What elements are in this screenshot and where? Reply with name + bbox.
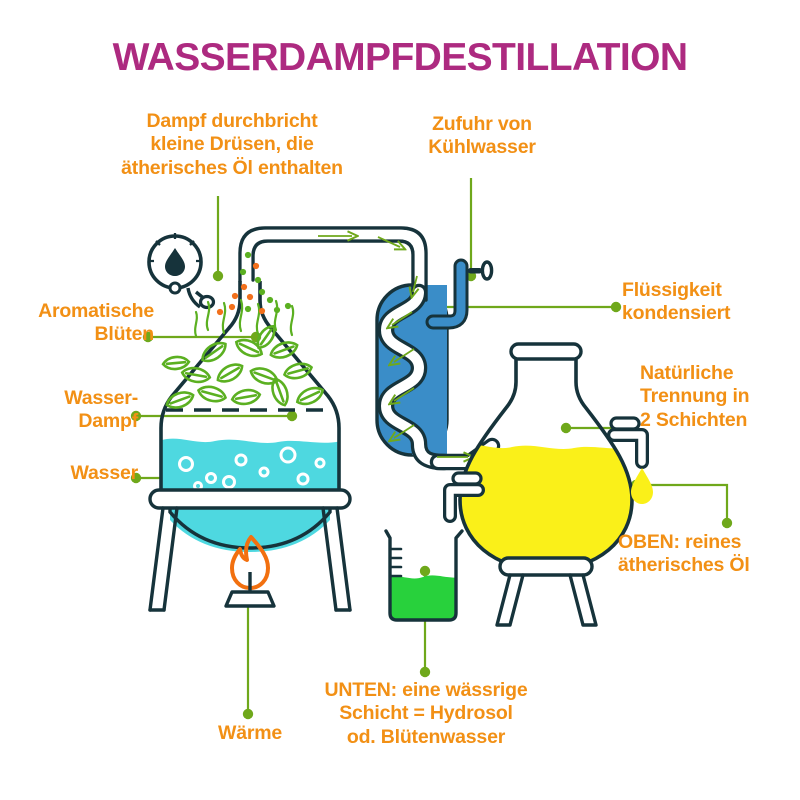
right-tap-handle [609,416,641,431]
label-top-pure-oil: OBEN: reines ätherisches Öl [618,531,750,577]
flow-arrow-3 [413,275,417,292]
stand-leg-left-outer [148,506,165,612]
page-title: WASSERDAMPFDESTILLATION [112,36,688,79]
leader-dot-beaker [419,565,431,577]
label-natural-separation: Natürliche Trennung in 2 Schichten [640,362,750,431]
plant-material-leaves [161,325,325,409]
flow-arrows [318,236,468,457]
swan-neck-pipe [238,226,428,302]
flow-arrow-7 [394,424,415,438]
separation-flask [443,342,653,627]
right-tap [607,416,649,469]
collection-beaker [384,529,464,622]
label-liquid-condenses: Flüssigkeit kondensiert [622,279,731,325]
leader-dot-hydrosol [419,666,431,678]
flow-arrow-5 [394,348,415,362]
label-bottom-hydrosol: UNTEN: eine wässrige Schicht = Hydrosol … [324,679,528,748]
flow-arrow-2 [377,236,400,247]
flow-arrow-6 [394,387,415,401]
hydrosol-layer [390,575,456,620]
separation-leg-left [495,573,525,627]
label-water-steam: Wasser- Dampf [64,387,138,433]
oil-layer [460,444,632,570]
leader-dot-flowers-outer [142,331,154,343]
label-water: Wasser [70,462,139,484]
flame-icon [230,535,270,590]
left-tap [443,471,485,523]
gauge-ticks [148,233,202,263]
label-aromatic-flowers: Aromatische Blüten [38,300,154,346]
label-coolant-supply: Zufuhr von Kühlwasser [428,113,536,159]
separation-contents [460,444,632,570]
burner-icon [224,590,276,608]
leader-dot-steamwater-outer [130,410,142,422]
pressure-gauge [147,233,216,310]
stand-leg-right-inner [321,506,338,612]
leader-dot-steamwater-inner [286,410,298,422]
pipe-interior [241,229,425,296]
burner-flame-icon [224,535,276,608]
beaker-contents [390,575,456,620]
stand-leg-right-outer [335,506,352,612]
leader-dot-water-outer [130,472,142,484]
label-steam-breaks-glands: Dampf durchbricht kleine Drüsen, die äth… [121,110,343,179]
left-tap-handle [451,471,483,486]
leader-dot-heat [242,708,254,720]
oil-gland-particles [216,251,292,316]
beaker-graduations [388,547,403,578]
leader-dot-condenses-outer [610,301,622,313]
coolant-inlet [425,258,494,330]
beaker-outline [384,529,464,622]
oil-droplet [631,468,653,504]
flow-arrow-4 [392,311,413,325]
leader-dot-steam-glands [212,270,224,282]
water-droplet-icon [165,248,185,276]
valve-stem [468,268,482,274]
flask-neck-collar [509,342,583,361]
stand-plate [148,488,352,510]
label-heat: Wärme [217,722,283,744]
gauge-base [168,281,182,295]
leader-dot-topoil [721,517,733,529]
still-bowl-bottom [168,503,332,550]
steam-wisps [194,298,295,338]
stand-leg-left-inner [162,506,179,612]
bubbles [178,446,326,491]
leader-dot-separation-inner [560,422,572,434]
separation-stand-plate [498,556,594,577]
valve-handle-icon [480,260,494,281]
separation-leg-right [568,573,598,627]
